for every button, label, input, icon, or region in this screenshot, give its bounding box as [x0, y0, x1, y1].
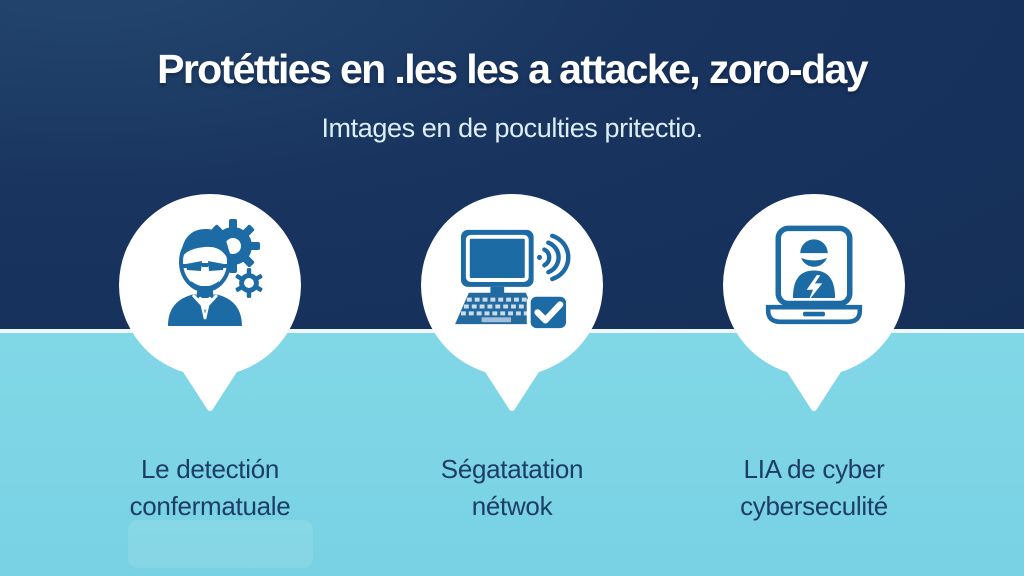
hacker-gears-icon — [168, 219, 263, 326]
caption-line: nétwok — [471, 491, 553, 521]
caption-line: confermatuale — [129, 491, 291, 521]
caption-line: Le detectión — [140, 454, 280, 484]
caption-line: LIA de cyber — [743, 454, 885, 484]
feature-bubble-network — [421, 194, 603, 416]
feature-caption-network: Ségatatation nétwok — [362, 451, 662, 525]
feature-bubble-detection — [119, 194, 301, 416]
page-subtitle: Imtages en de poculties pritectio. — [321, 113, 703, 143]
laptop-person-bolt-icon — [765, 225, 863, 325]
laptop-wifi-check-icon — [455, 229, 571, 333]
page-title: Protétties en .les les a attacke, zoro-d… — [157, 46, 868, 92]
caption-line: Ségatatation — [440, 454, 584, 484]
background-highlight-patch — [128, 520, 313, 568]
caption-line: cyberseculité — [740, 491, 888, 521]
feature-caption-cybersecurity: LIA de cyber cyberseculité — [664, 451, 964, 525]
feature-caption-detection: Le detectión confermatuale — [60, 451, 360, 525]
feature-bubble-cybersecurity — [723, 194, 905, 416]
